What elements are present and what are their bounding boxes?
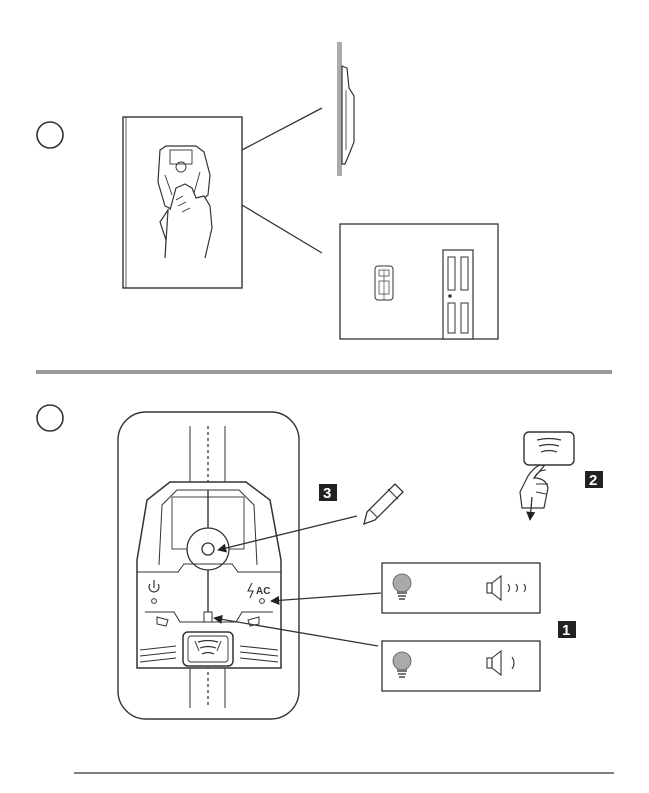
- stud-detector-device: AC: [137, 482, 281, 668]
- connector-line-lower: [242, 205, 322, 253]
- step-circle-bottom: [37, 405, 63, 431]
- wave-button-icon: [183, 632, 233, 666]
- indicator-panel-upper: [382, 563, 540, 613]
- pencil-icon: [364, 484, 403, 524]
- callout-3-label: 3: [323, 485, 331, 502]
- door-scene-panel: [340, 224, 498, 339]
- callout-2-label: 2: [589, 472, 597, 489]
- hand-holding-detector-card: [123, 117, 242, 288]
- connector-line-upper: [242, 108, 322, 150]
- section-divider: [36, 370, 612, 374]
- ac-label: AC: [256, 586, 270, 597]
- center-led-slot: [204, 612, 212, 622]
- finger-press-icon: [520, 432, 574, 508]
- callout-1-label: 1: [562, 622, 570, 639]
- step-circle-top: [37, 122, 63, 148]
- indicator-panel-lower: [382, 641, 540, 691]
- side-view-wall: [337, 42, 354, 176]
